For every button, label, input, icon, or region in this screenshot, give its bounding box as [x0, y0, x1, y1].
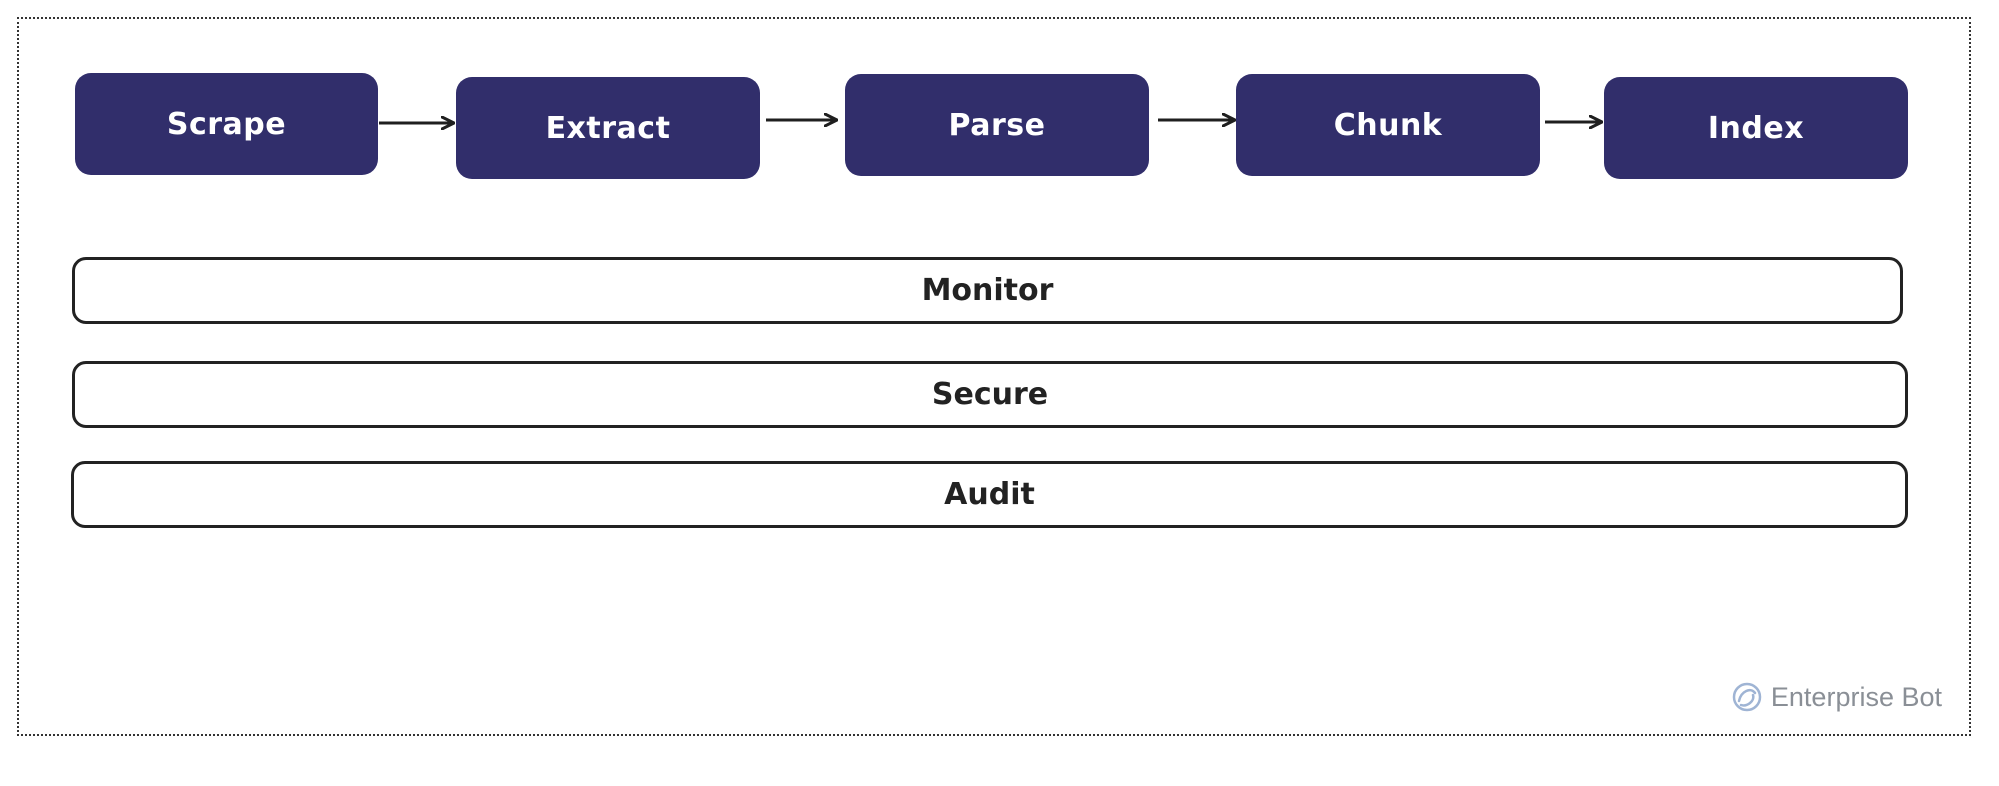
stage-chunk: Chunk	[1236, 74, 1540, 176]
stage-index-label: Index	[1707, 110, 1805, 146]
brand-name: Enterprise Bot	[1770, 681, 1942, 712]
enterprise-bot-logo-icon	[1732, 682, 1762, 712]
stage-extract-label: Extract	[545, 110, 671, 146]
stage-parse: Parse	[845, 74, 1149, 176]
layer-secure-label: Secure	[931, 377, 1049, 412]
stage-chunk-label: Chunk	[1333, 107, 1443, 143]
stage-parse-label: Parse	[948, 107, 1046, 143]
stage-extract: Extract	[456, 77, 760, 179]
layer-monitor-label: Monitor	[921, 273, 1054, 308]
stage-index: Index	[1604, 77, 1908, 179]
layer-monitor: Monitor	[72, 257, 1903, 324]
diagram-frame	[17, 17, 1971, 736]
stage-scrape-label: Scrape	[166, 106, 287, 142]
stage-scrape: Scrape	[75, 73, 378, 175]
brand-watermark: Enterprise Bot	[1731, 681, 1942, 713]
layer-secure: Secure	[72, 361, 1908, 428]
layer-audit: Audit	[71, 461, 1908, 528]
layer-audit-label: Audit	[944, 477, 1035, 512]
